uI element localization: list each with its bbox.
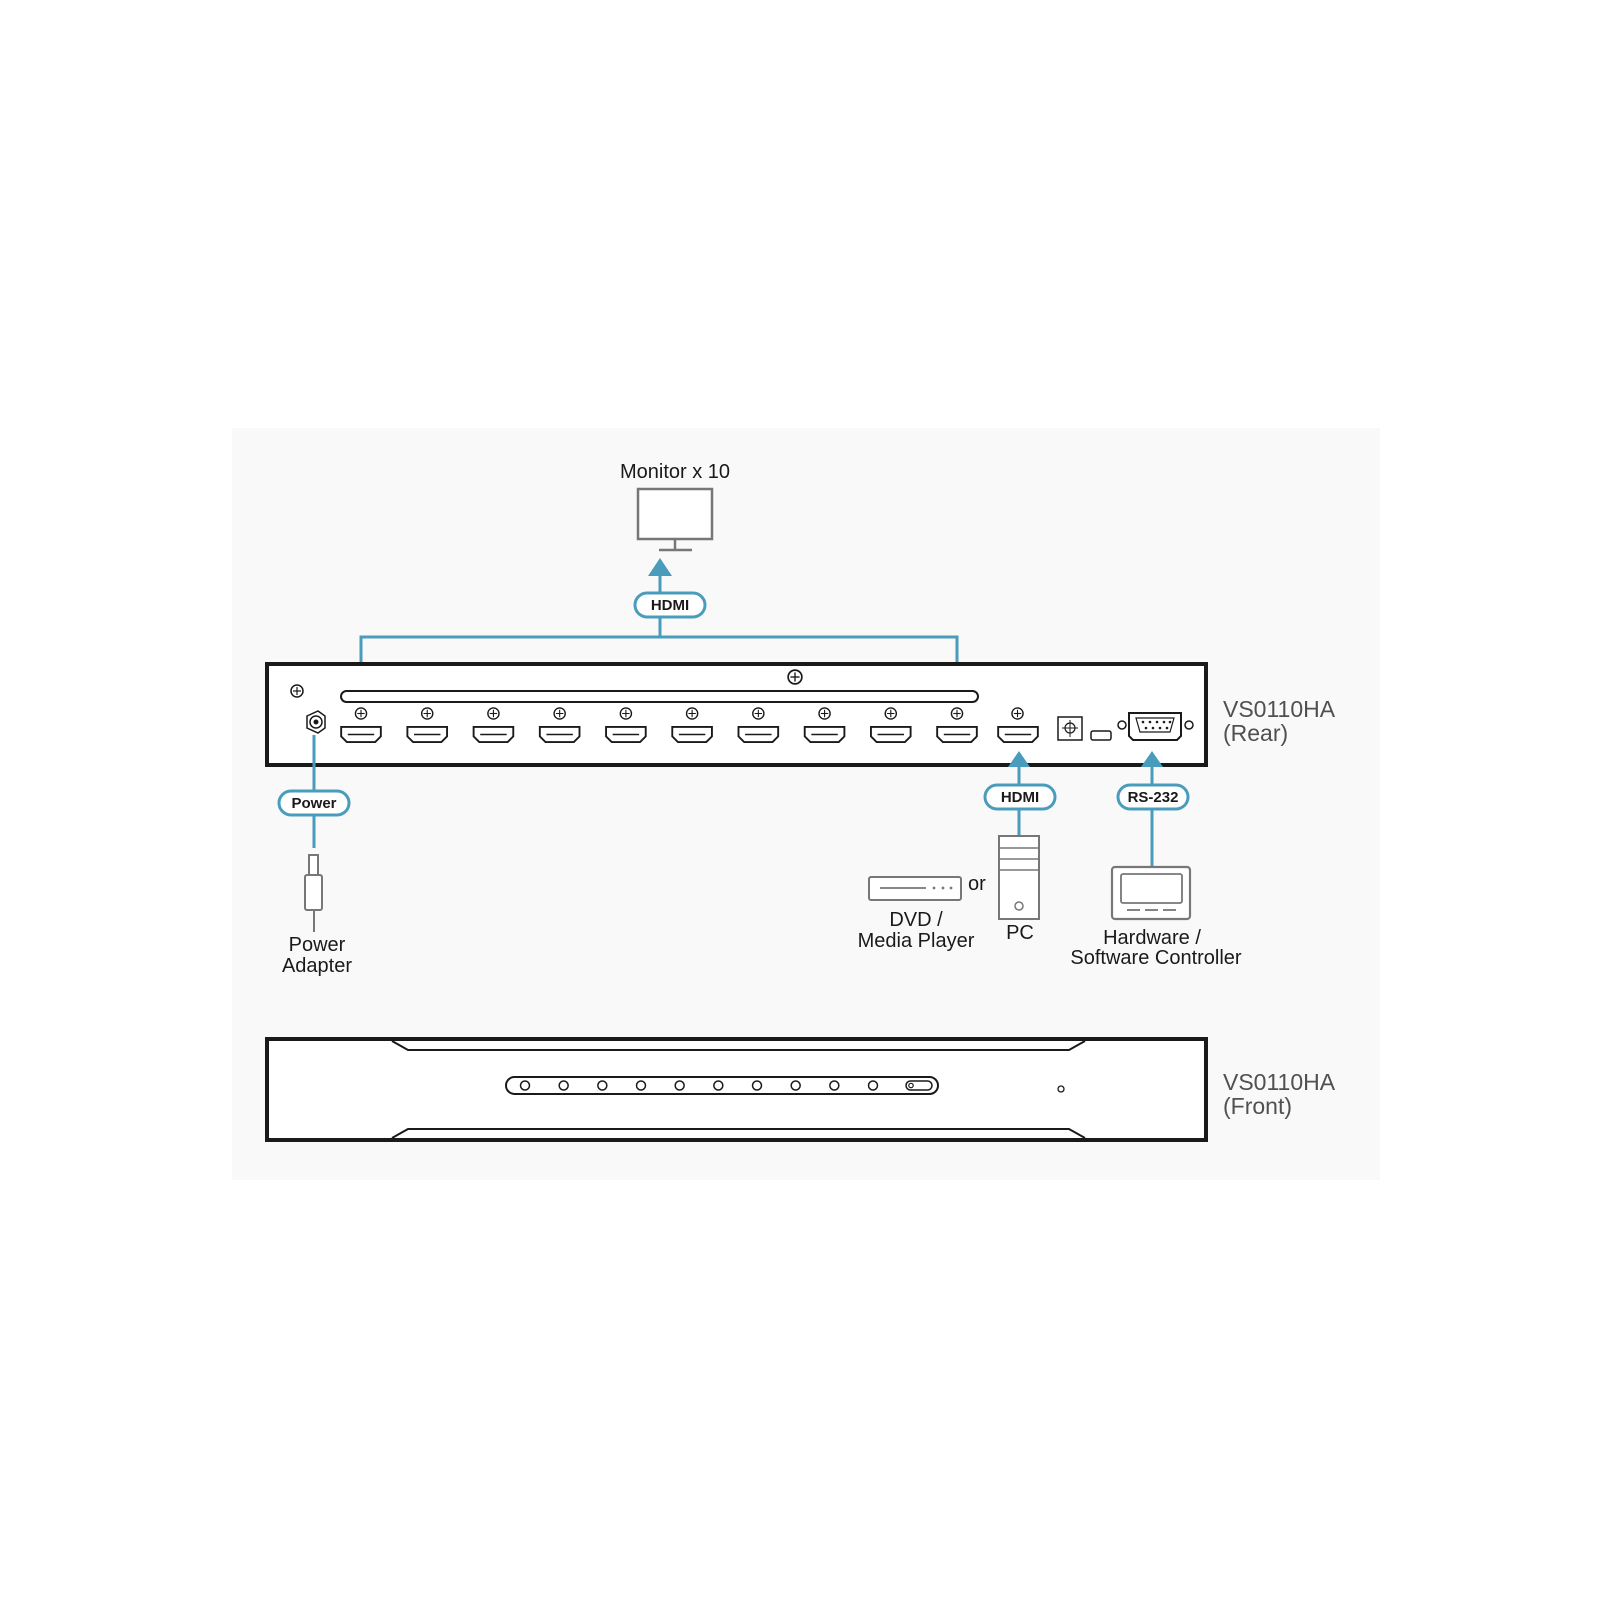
hdmi-input-connection: HDMI xyxy=(983,751,1057,836)
pc-label: PC xyxy=(1006,922,1034,944)
device-rear xyxy=(265,662,1208,767)
usb-port-icon xyxy=(1090,730,1112,741)
rear-view-label: (Rear) xyxy=(1223,720,1288,746)
hdmi-output-connection: HDMI xyxy=(359,558,959,680)
port-screw-icon xyxy=(420,707,434,720)
front-leds xyxy=(519,1080,879,1091)
front-led xyxy=(597,1080,608,1091)
front-led xyxy=(867,1080,879,1091)
dip-switch-icon xyxy=(1057,716,1083,741)
dvd-player-icon xyxy=(868,876,962,901)
hdmi-port-icon xyxy=(737,726,780,743)
chassis-screw-icon xyxy=(787,669,803,685)
port-screw-icon xyxy=(818,707,831,720)
dc-power-jack-icon xyxy=(306,710,326,734)
device-front xyxy=(265,1037,1208,1142)
power-adapter-icon xyxy=(304,854,323,932)
or-label: or xyxy=(968,873,986,895)
pc-tower-icon xyxy=(998,835,1040,920)
front-led xyxy=(829,1080,840,1091)
front-led xyxy=(751,1080,763,1091)
front-view-label: (Front) xyxy=(1223,1093,1292,1119)
rear-model-label: VS0110HA xyxy=(1223,696,1336,722)
power-adapter-label-line2: Adapter xyxy=(282,955,352,977)
port-screw-icon xyxy=(884,707,898,720)
port-screw-icon xyxy=(685,707,699,720)
hdmi-input-pill: HDMI xyxy=(1001,789,1039,806)
port-screw-icon xyxy=(1011,707,1024,720)
hdmi-port-icon xyxy=(671,726,713,743)
hdmi-port-icon xyxy=(997,726,1039,743)
hdmi-port-icon xyxy=(340,726,382,743)
front-led xyxy=(558,1080,569,1091)
front-model-label: VS0110HA xyxy=(1223,1069,1336,1095)
port-screw-icon xyxy=(619,707,633,720)
front-led xyxy=(674,1080,685,1091)
port-screw-icon xyxy=(950,707,964,720)
controller-icon xyxy=(1110,865,1192,921)
power-connection: Power xyxy=(277,735,351,848)
front-led xyxy=(713,1080,724,1091)
front-led xyxy=(635,1080,647,1091)
rs232-connection: RS-232 xyxy=(1116,751,1190,867)
port-screw-icon xyxy=(354,707,368,720)
hdmi-port-icon xyxy=(406,726,449,743)
rs232-port-icon xyxy=(1117,712,1194,741)
monitor-label: Monitor x 10 xyxy=(620,461,730,483)
hdmi-port-icon xyxy=(869,726,912,743)
controller-label-line1: Hardware / xyxy=(1103,927,1201,949)
front-led xyxy=(519,1080,531,1091)
port-screw-icon xyxy=(487,707,500,720)
hdmi-port-icon xyxy=(936,726,978,743)
dvd-label-line1: DVD / xyxy=(889,909,943,931)
port-screw-icon xyxy=(752,707,765,720)
controller-label-line2: Software Controller xyxy=(1070,947,1242,969)
ground-screw-icon xyxy=(290,684,304,698)
power-adapter-label-line1: Power xyxy=(289,934,346,956)
rs232-pill: RS-232 xyxy=(1128,789,1179,806)
dvd-label-line2: Media Player xyxy=(858,930,975,952)
power-pill: Power xyxy=(291,795,336,812)
hdmi-port-icon xyxy=(803,726,846,743)
hdmi-port-icon xyxy=(472,726,515,743)
front-status-led xyxy=(1057,1085,1065,1093)
hdmi-port-icon xyxy=(538,726,581,743)
port-screw-icon xyxy=(553,707,566,720)
monitor-icon xyxy=(636,487,714,552)
front-led xyxy=(790,1080,801,1091)
hdmi-port-icon xyxy=(605,726,647,743)
hdmi-output-pill: HDMI xyxy=(651,597,689,614)
